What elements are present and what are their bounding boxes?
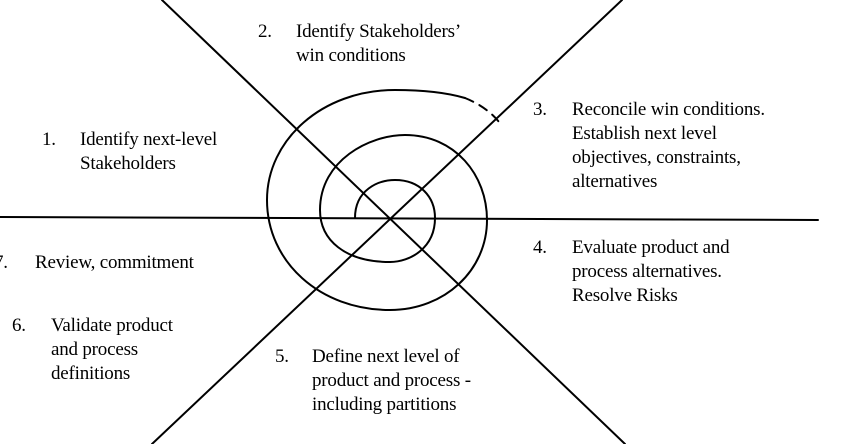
step-3-text-line: Establish next level <box>572 123 717 144</box>
step-5-text-line: Define next level of <box>312 346 460 367</box>
step-3-text-line: alternatives <box>572 171 658 192</box>
step-2-number: 2. <box>258 21 272 42</box>
diagonal-line-down <box>161 0 626 444</box>
step-6-text-line: definitions <box>51 363 131 384</box>
step-6-text-line: and process <box>51 339 138 360</box>
step-1-text-line: Stakeholders <box>80 153 176 174</box>
step-3-number: 3. <box>533 99 547 120</box>
step-1-text-line: Identify next-level <box>80 129 218 150</box>
step-4-number: 4. <box>533 237 547 258</box>
step-3-text-line: objectives, constraints, <box>572 147 741 168</box>
step-6-text-line: Validate product <box>51 315 173 336</box>
step-3-text-line: Reconcile win conditions. <box>572 99 765 120</box>
diagonal-line-up <box>151 0 623 444</box>
step-2-text-line: win conditions <box>296 45 406 66</box>
step-6-number: 6. <box>12 315 26 336</box>
step-7-text-line: Review, commitment <box>35 252 194 273</box>
step-4-text-line: process alternatives. <box>572 261 722 282</box>
spiral-curve <box>265 88 489 312</box>
step-4-text-line: Resolve Risks <box>572 285 678 306</box>
step-2-text-line: Identify Stakeholders’ <box>296 21 461 42</box>
step-7-number: 7. <box>0 252 8 273</box>
step-1-number: 1. <box>42 129 56 150</box>
step-5-number: 5. <box>275 346 289 367</box>
step-4-text-line: Evaluate product and <box>572 237 730 258</box>
step-5-text-line: including partitions <box>312 394 457 415</box>
spiral-continuation-dashed <box>464 97 503 127</box>
step-5-text-line: product and process - <box>312 370 471 391</box>
horizontal-axis-line <box>0 216 819 221</box>
